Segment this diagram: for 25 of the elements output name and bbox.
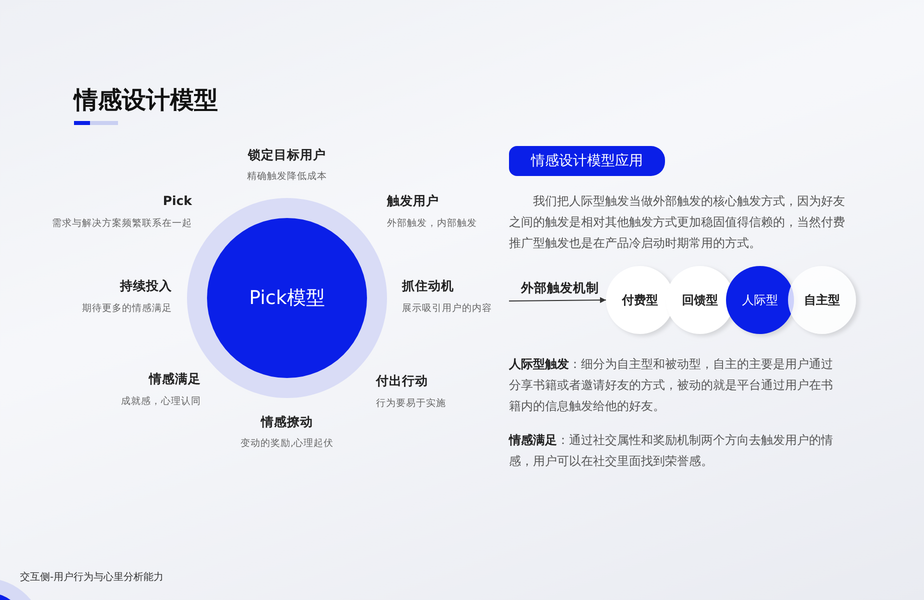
arrow	[508, 297, 606, 304]
item-description: 行为要易于实施	[376, 397, 446, 410]
section-heading-pill: 情感设计模型应用	[509, 146, 665, 176]
type-circle: 自主型	[788, 266, 856, 334]
item-heading: 触发用户	[387, 193, 439, 210]
edge-label: 外部触发机制	[521, 280, 599, 297]
slide-title: 情感设计模型	[74, 85, 218, 116]
item-description: 精确触发降低成本	[247, 170, 327, 183]
note-paragraph: 人际型触发：细分为自主型和被动型，自主的主要是用户通过分享书籍或者邀请好友的方式，被动的就是平台通过用户在书籍内的信息触发给他的好友。	[509, 356, 834, 415]
item-description: 期待更多的情感满足	[82, 302, 172, 315]
item-heading: 持续投入	[120, 278, 172, 295]
item-heading: 付出行动	[376, 373, 428, 390]
item-heading: 抓住动机	[402, 278, 454, 295]
item-description: 外部触发，内部触发	[387, 217, 477, 230]
footer-text: 交互侧-用户行为与心里分析能力	[20, 570, 164, 584]
item-description: 变动的奖励,心理起伏	[240, 437, 334, 450]
note-paragraph: 情感满足：通过社交属性和奖励机制两个方向去触发用户的情感，用户可以在社交里面找到荣誉感。	[509, 432, 834, 470]
intro-paragraph: 我们把人际型触发当做外部触发的核心触发方式，因为好友之间的触发是相对其他触发方式更加稳固值得信赖的，当然付费推广型触发也是在产品冷启动时期常用的方式。	[509, 193, 846, 252]
item-heading: 情感满足	[149, 371, 201, 388]
item-description: 展示吸引用户的内容	[402, 302, 492, 315]
item-heading: 锁定目标用户	[248, 147, 326, 164]
item-heading: Pick	[162, 193, 192, 208]
item-description: 成就感，心理认同	[121, 395, 201, 408]
item-description: 需求与解决方案频繁联系在一起	[52, 217, 192, 230]
item-heading: 情感撩动	[261, 414, 313, 431]
